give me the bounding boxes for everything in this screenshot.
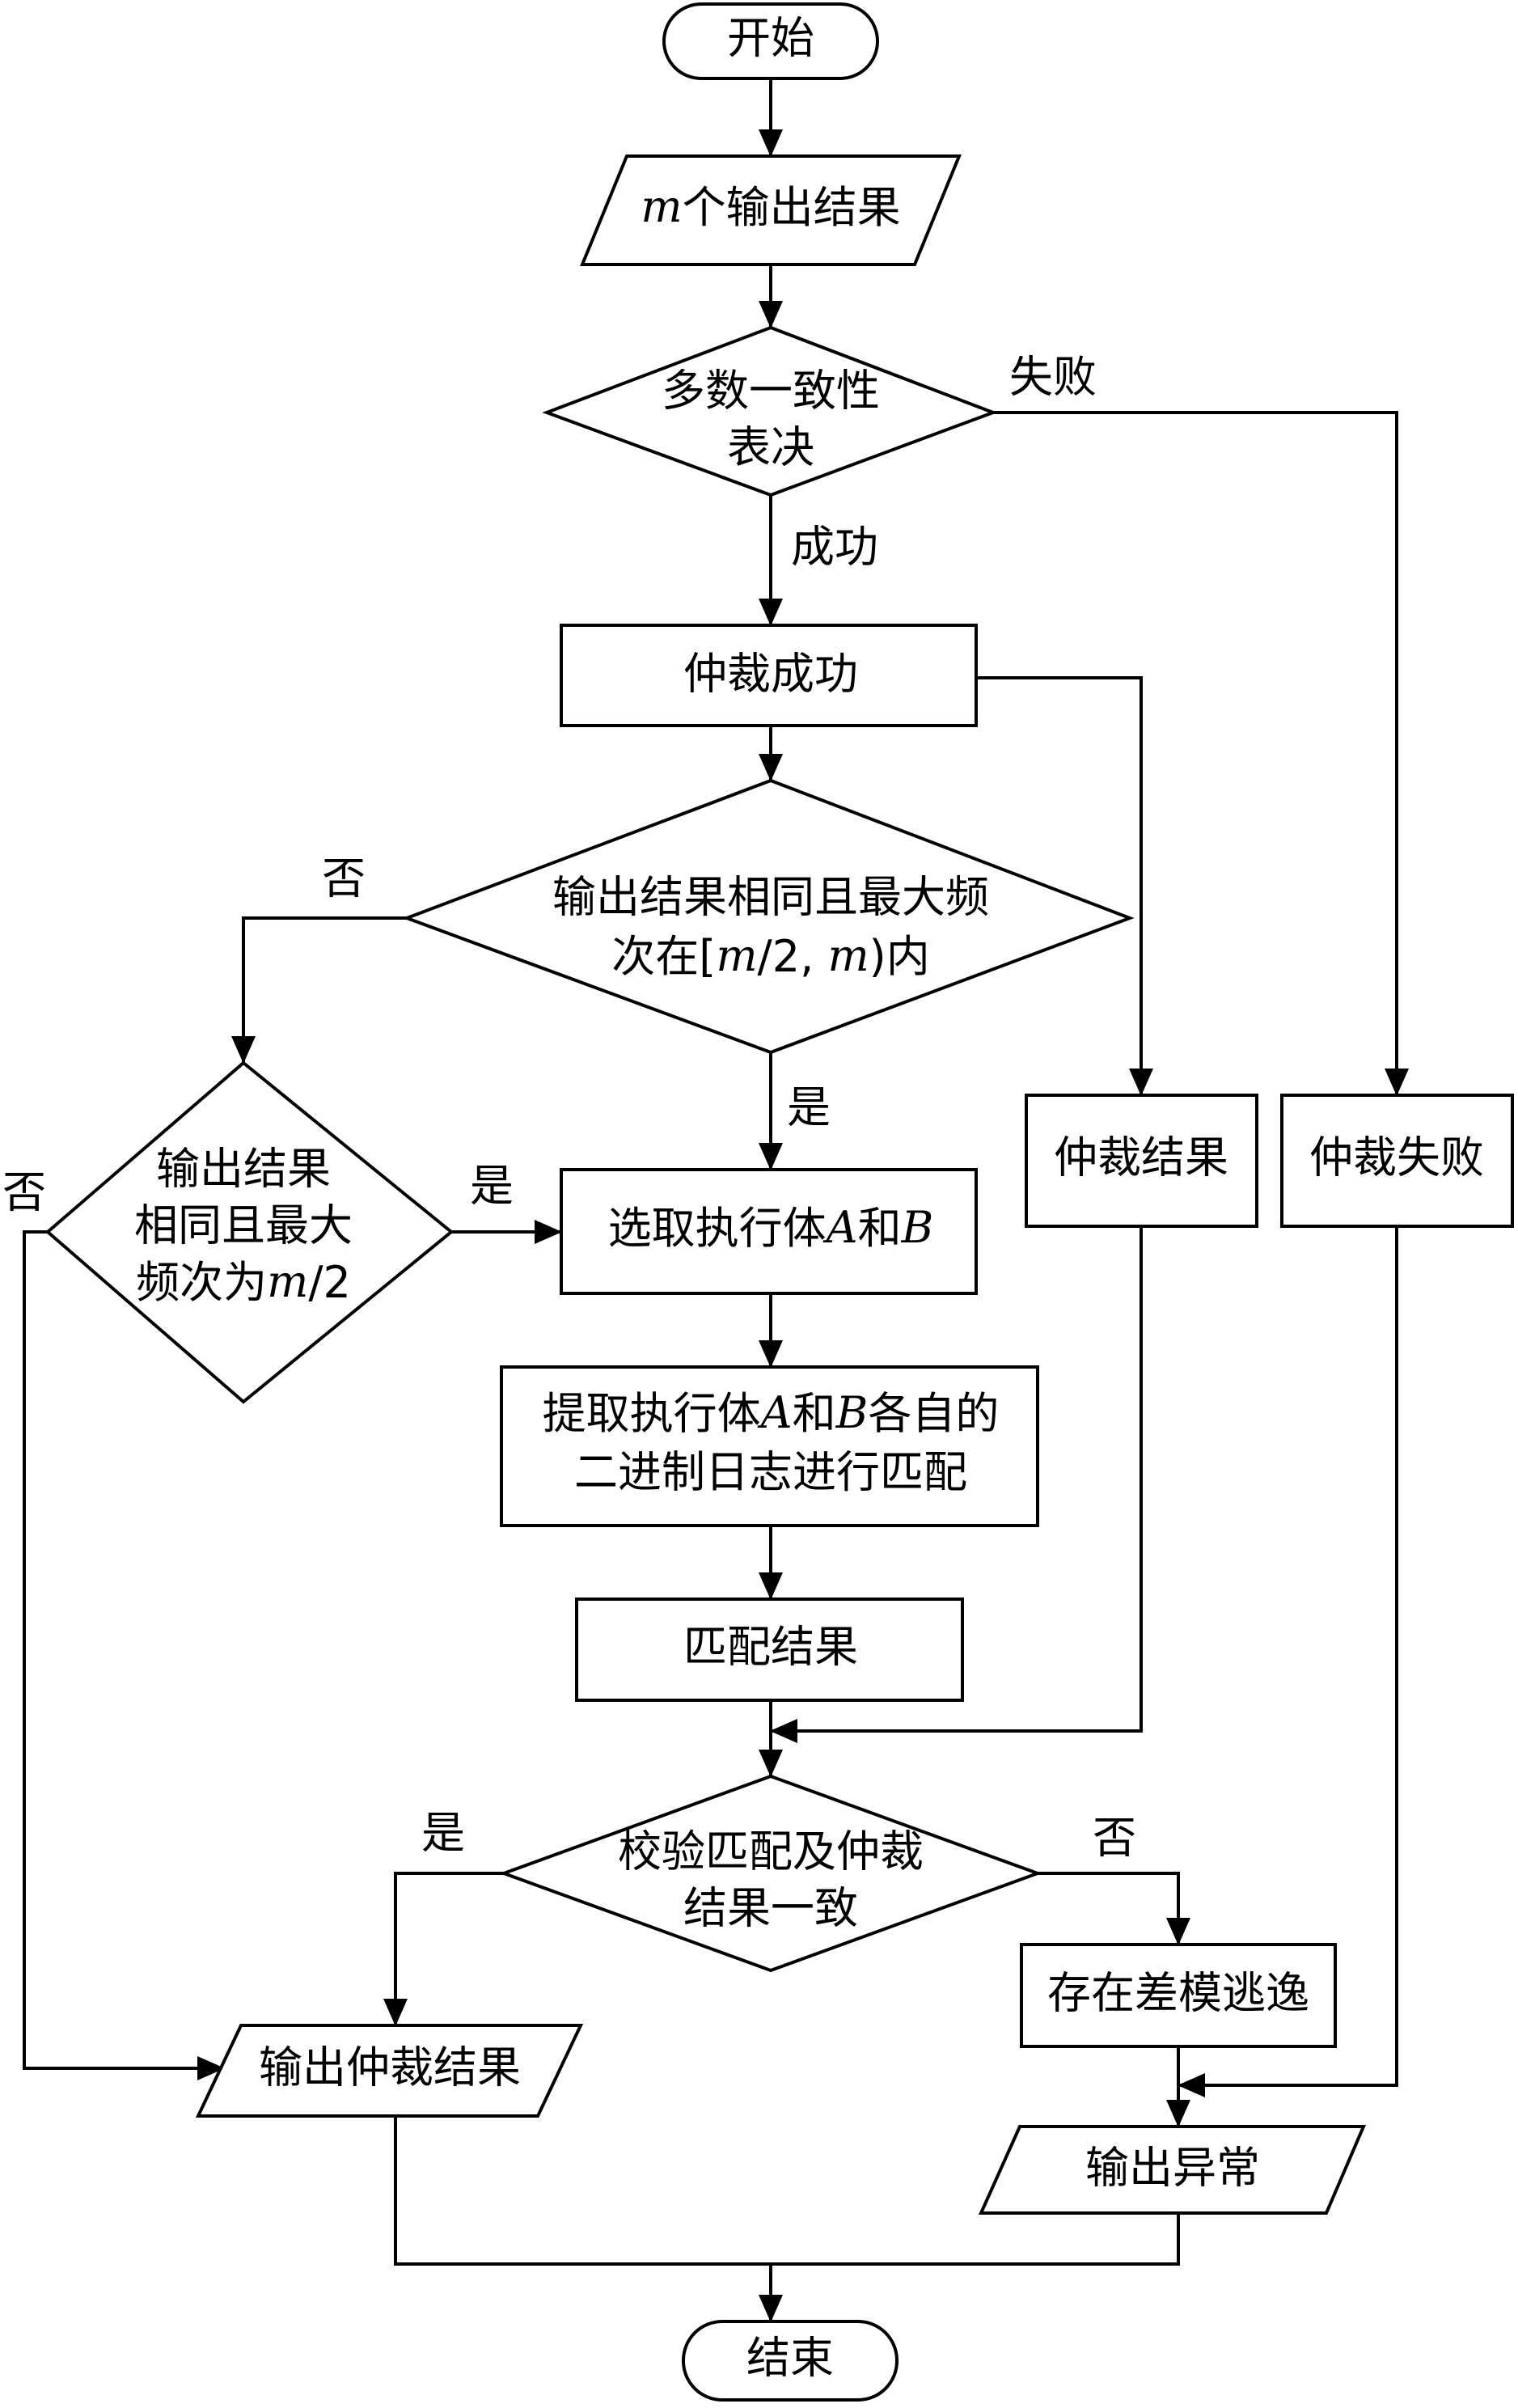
select-node xyxy=(560,1168,978,1295)
check-half-line1: 输出结果 xyxy=(156,1144,331,1195)
edge-verify-outputarb xyxy=(383,1872,504,2026)
edge-label-success: 成功 xyxy=(791,522,878,573)
start-node xyxy=(662,2,879,80)
end-node xyxy=(682,2320,899,2402)
arb-success-label: 仲裁成功 xyxy=(683,649,858,700)
output-abnormal-node xyxy=(978,2125,1367,2215)
edge-vote-fail xyxy=(993,411,1409,1096)
edge-outputarb-end xyxy=(394,2116,771,2266)
input-label: m个输出结果 xyxy=(641,181,900,233)
edge-label-no3: 否 xyxy=(1093,1813,1136,1864)
output-arb-label: 输出仲裁结果 xyxy=(259,2042,521,2093)
escape-node xyxy=(1020,1943,1337,2048)
extract-line1: 提取执行体A和B各自的 xyxy=(543,1387,1000,1439)
arb-result-node xyxy=(1025,1094,1258,1228)
check-half-node xyxy=(44,1060,455,1404)
check-half-line3: 频次为m/2 xyxy=(136,1256,351,1308)
vote-node xyxy=(542,325,998,497)
edge-success-arbresult xyxy=(976,676,1153,1096)
output-abnormal-label: 输出异常 xyxy=(1085,2143,1260,2194)
output-arb-node xyxy=(195,2024,584,2118)
escape-label: 存在差模逃逸 xyxy=(1047,1968,1309,2019)
edge-verify-escape xyxy=(1038,1872,1190,1945)
arb-result-label: 仲裁结果 xyxy=(1054,1132,1228,1183)
check-half-line2: 相同且最大 xyxy=(134,1200,353,1251)
edge-label-yes3: 是 xyxy=(421,1808,465,1859)
match-result-node xyxy=(575,1598,964,1702)
verify-node xyxy=(499,1774,1042,1973)
check-same-node xyxy=(402,778,1135,1055)
edge-half-outputarb xyxy=(23,1230,225,2080)
edge-abnormal-end xyxy=(771,2213,1180,2266)
extract-node xyxy=(500,1365,1039,1527)
extract-line2: 二进制日志进行匹配 xyxy=(574,1447,967,1498)
arb-fail-label: 仲裁失败 xyxy=(1309,1132,1484,1183)
check-same-line2: 次在[m/2, m)内 xyxy=(611,930,929,982)
arb-success-node xyxy=(560,624,978,727)
edge-label-yes1: 是 xyxy=(787,1082,831,1133)
select-label: 选取执行体A和B xyxy=(608,1202,934,1254)
end-label: 结束 xyxy=(746,2333,834,2384)
start-label: 开始 xyxy=(727,13,814,64)
verify-line1: 校验匹配及仲裁 xyxy=(618,1826,924,1877)
vote-label-line1: 多数一致性 xyxy=(662,366,880,417)
edge-arbresult-join xyxy=(770,1226,1143,1743)
edge-label-fail: 失败 xyxy=(1009,352,1097,403)
edge-fail-abnormal xyxy=(1178,1226,1398,2097)
vote-label-line2: 表决 xyxy=(727,422,814,473)
edge-label-yes2: 是 xyxy=(470,1161,514,1212)
input-node xyxy=(580,154,962,266)
edge-label-no2: 否 xyxy=(2,1167,46,1218)
edge-checksame-half xyxy=(231,916,407,1064)
arb-fail-node xyxy=(1280,1094,1514,1228)
match-result-label: 匹配结果 xyxy=(683,1622,858,1673)
edge-label-no1: 否 xyxy=(322,853,366,904)
check-same-line1: 输出结果相同且最大频 xyxy=(552,872,989,923)
verify-line2: 结果一致 xyxy=(683,1883,858,1934)
